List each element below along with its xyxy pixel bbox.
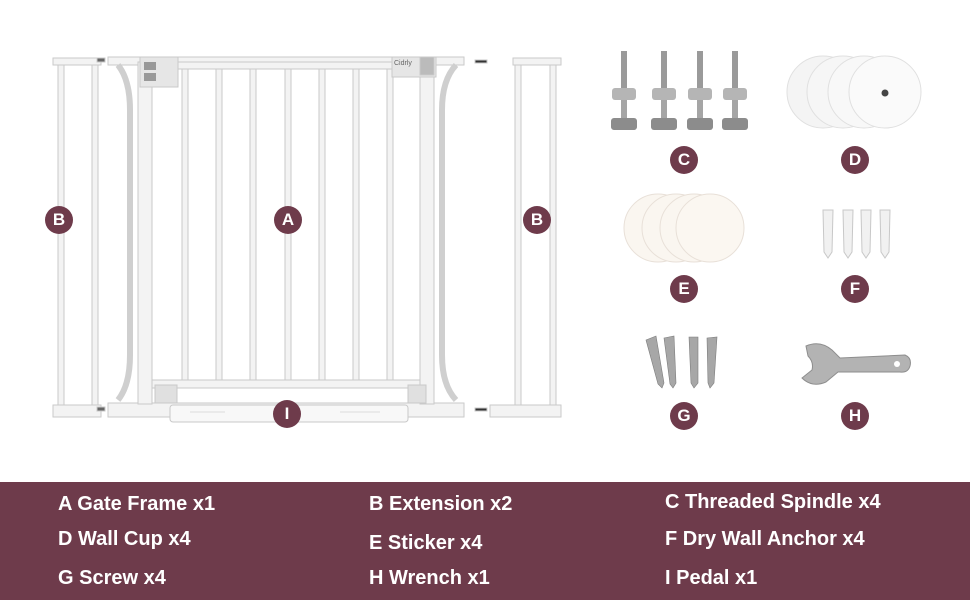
- dry-wall-anchors: [822, 209, 891, 259]
- legend-item-d: D Wall Cup x4: [58, 528, 191, 550]
- badge-d: D: [841, 146, 869, 174]
- badge-h: H: [841, 402, 869, 430]
- badge-b-right: B: [523, 206, 551, 234]
- screws: [645, 335, 718, 389]
- badge-g: G: [670, 402, 698, 430]
- badge-b-left: B: [45, 206, 73, 234]
- right-extension: [474, 57, 562, 418]
- legend-item-i: I Pedal x1: [665, 567, 758, 589]
- threaded-spindles: [611, 51, 748, 130]
- legend-item-c: C Threaded Spindle x4: [665, 491, 881, 513]
- legend-item-e: E Sticker x4: [369, 532, 483, 554]
- badge-f: F: [841, 275, 869, 303]
- gate-illustration: [52, 51, 922, 423]
- badge-a: A: [274, 206, 302, 234]
- badge-c: C: [670, 146, 698, 174]
- parts-diagram: Cidrly B A B I C D E F G H: [45, 51, 922, 430]
- left-extension: [52, 57, 106, 418]
- badge-e: E: [670, 275, 698, 303]
- stickers: [623, 193, 745, 263]
- legend-item-a: A Gate Frame x1: [58, 493, 216, 515]
- wrench: [801, 343, 911, 385]
- legend-item-g: G Screw x4: [58, 567, 166, 589]
- legend-item-h: H Wrench x1: [369, 567, 490, 589]
- badge-i: I: [273, 400, 301, 428]
- wall-cups: [786, 55, 922, 129]
- gate-brand-label: Cidrly: [394, 60, 412, 67]
- parts-legend: A Gate Frame x1 B Extension x2 C Threade…: [0, 482, 970, 600]
- legend-item-f: F Dry Wall Anchor x4: [665, 528, 865, 550]
- legend-item-b: B Extension x2: [369, 493, 513, 515]
- gate-frame: [107, 56, 465, 418]
